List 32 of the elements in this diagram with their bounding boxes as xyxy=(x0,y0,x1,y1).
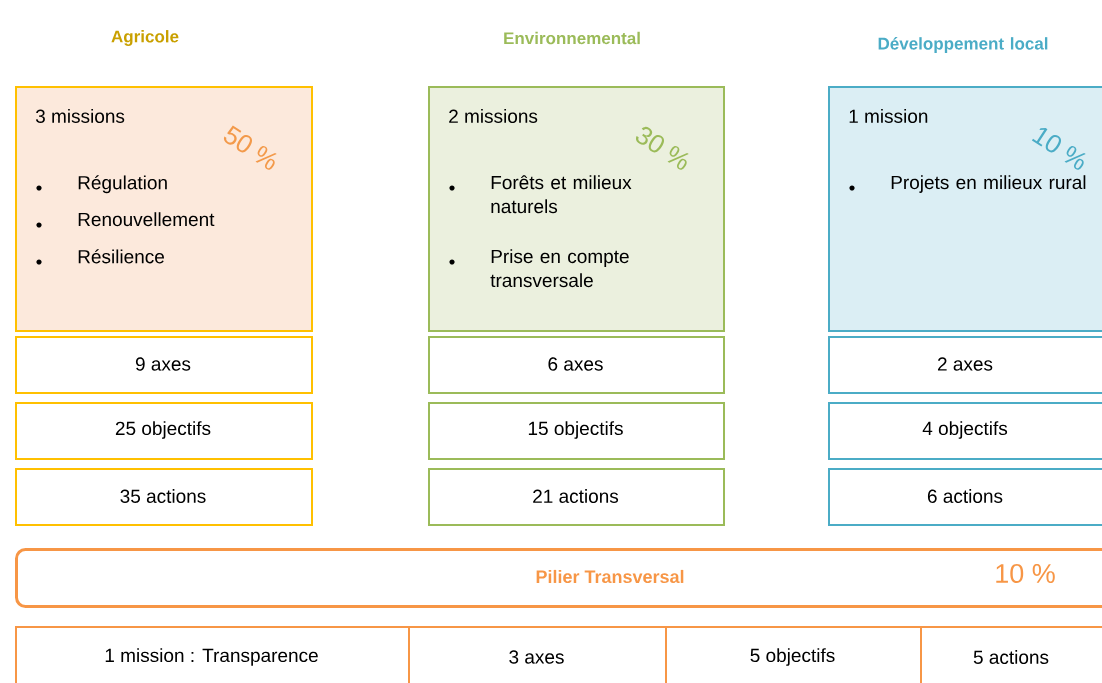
column-heading: Environnemental xyxy=(504,31,640,45)
column-heading: Développement local xyxy=(878,37,1048,53)
mission-box: 3 missions Régulation Renouvellement Résilience 50 % xyxy=(15,86,313,332)
table-cell: 35 actions xyxy=(15,468,313,526)
table-cell: 21 actions xyxy=(428,468,725,526)
node-label: 3 missions xyxy=(35,109,125,123)
mission-box: 2 missions Forêts et milieux naturels Prise en compte transversale 30 % xyxy=(428,86,725,332)
table-cell: 1 mission : Transparence xyxy=(15,626,410,683)
node-label: Prise en compte transversale xyxy=(490,249,629,288)
table-cell: 6 axes xyxy=(428,336,725,394)
node-label: 50 % xyxy=(223,125,277,170)
table-cell: 6 actions xyxy=(828,468,1102,526)
table-cell: 2 axes xyxy=(828,336,1102,394)
table-cell: 9 axes xyxy=(15,336,313,394)
mission-box: 1 mission Projets en milieux rural 10 % xyxy=(828,86,1102,332)
table-cell: 4 objectifs xyxy=(828,402,1102,460)
table-cell: 3 axes xyxy=(408,626,667,683)
node-label: 1 mission xyxy=(849,109,928,123)
column-heading: Agricole xyxy=(111,30,179,46)
node-label: 2 missions xyxy=(449,109,538,123)
table-cell: 5 actions xyxy=(920,626,1102,683)
node-label: Projets en milieux rural xyxy=(891,175,1086,193)
node-label: Forêts et milieux naturels xyxy=(491,175,632,214)
pillar-band: Pilier Transversal 10 % xyxy=(15,548,1102,608)
node-label: Régulation xyxy=(78,175,167,194)
node-label: 30 % xyxy=(635,126,689,170)
node-label: 10 % xyxy=(1031,128,1086,170)
table-cell: 25 objectifs xyxy=(15,402,313,460)
table-cell: 5 objectifs xyxy=(665,626,922,683)
node-label: Résilience xyxy=(78,249,164,264)
table-cell: 15 objectifs xyxy=(428,402,725,460)
node-label: Renouvellement xyxy=(78,212,215,227)
